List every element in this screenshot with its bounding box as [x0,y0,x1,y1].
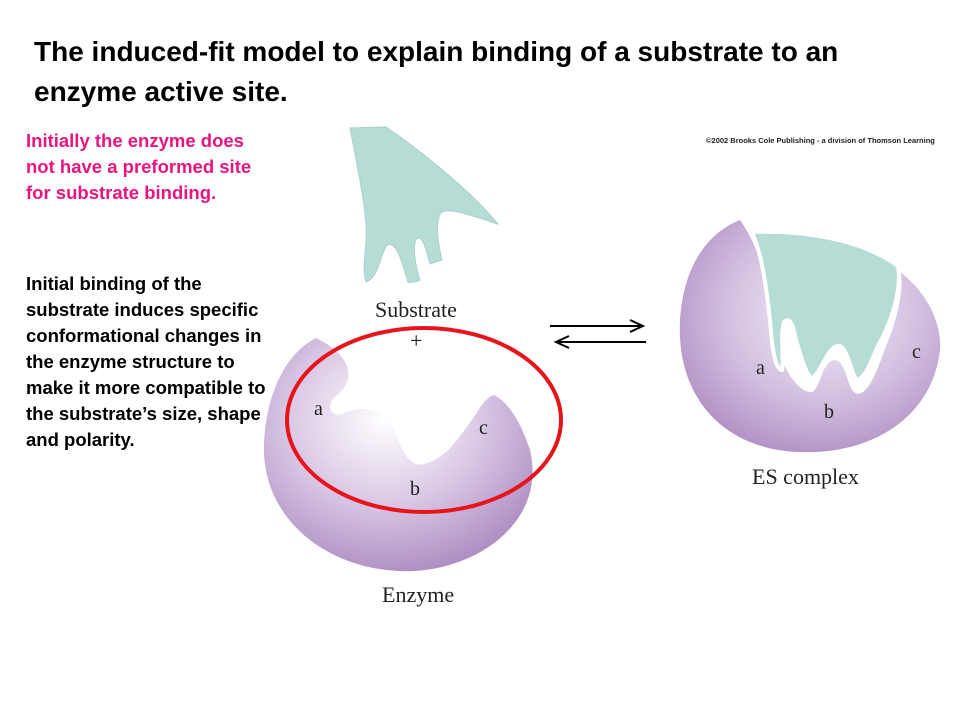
enzyme-site-a: a [314,398,323,420]
enzyme-site-b: b [410,478,420,500]
note-initial-enzyme: Initially the enzyme does not have a pre… [26,130,252,203]
complex-site-a: a [756,357,765,379]
substrate-label: Substrate [375,297,457,322]
copyright-notice: ©2002 Brooks Cole Publishing - a divisio… [706,136,935,145]
complex-label: ES complex [752,464,859,489]
enzyme-label: Enzyme [382,582,454,607]
note-induced-fit: Initial binding of the substrate induces… [26,273,266,450]
substrate-shape [349,126,500,283]
complex-substrate-shape [749,229,901,383]
page-title: The induced-fit model to explain binding… [34,36,839,107]
plus-sign: + [410,328,422,353]
enzyme-site-c: c [479,417,488,439]
complex-site-b: b [824,401,834,423]
complex-site-c: c [912,341,921,363]
complex-enzyme-shape [679,220,941,453]
equilibrium-arrows [550,319,646,349]
active-site-highlight [285,326,563,514]
enzyme-shape [263,338,533,572]
